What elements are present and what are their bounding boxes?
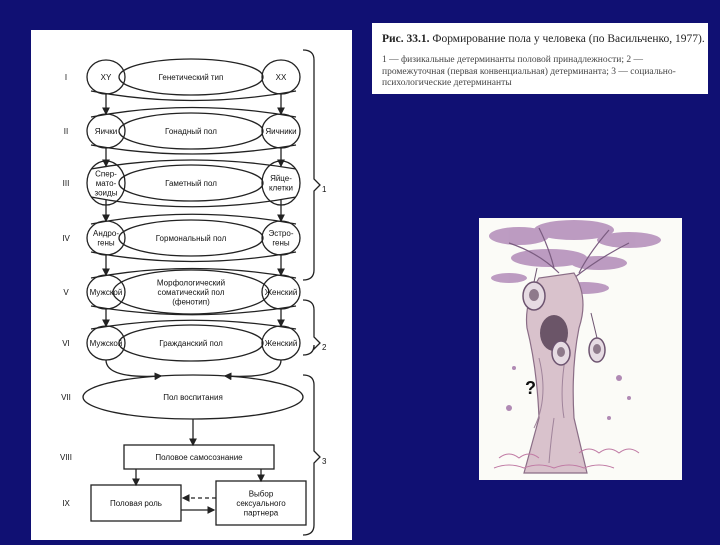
right-label-3: Яйце-клетки	[269, 174, 293, 193]
row-number-6: VI	[62, 339, 70, 348]
arrow-to-upbringing-right	[225, 360, 281, 376]
row-number-3: III	[63, 179, 70, 188]
left-label-4: Андро-гены	[93, 229, 119, 248]
row-number-1: I	[65, 73, 67, 82]
left-label-5: Мужской	[90, 288, 123, 297]
center-label-2: Гонадный пол	[165, 127, 217, 136]
bracket-label-2: 2	[322, 343, 327, 352]
question-mark: ?	[525, 378, 536, 398]
link-arc-top-1	[91, 91, 296, 101]
left-label-1: XY	[101, 73, 112, 82]
center-label-4: Гормональный пол	[156, 234, 227, 243]
link-arc-top-4	[91, 252, 296, 262]
gender-role-label: Половая роль	[110, 499, 162, 508]
left-label-6: Мужской	[90, 339, 123, 348]
tree-illustration: ?	[479, 218, 682, 480]
right-label-1: XX	[276, 73, 287, 82]
self-awareness-label: Половое самосознание	[155, 453, 243, 462]
bracket-2	[303, 300, 320, 355]
left-label-2: Яички	[95, 127, 117, 136]
link-arc-bottom-3	[91, 214, 296, 224]
row-number-7: VII	[61, 393, 71, 402]
center-label-3: Гаметный пол	[165, 179, 217, 188]
row-number-9: IX	[62, 499, 70, 508]
upbringing-label: Пол воспитания	[163, 393, 223, 402]
row-number-4: IV	[62, 234, 70, 243]
arrow-to-upbringing-left	[106, 360, 161, 376]
right-label-6: Женский	[265, 339, 298, 348]
center-label-6: Гражданский пол	[159, 339, 223, 348]
bracket-label-3: 3	[322, 457, 327, 466]
row-number-2: II	[64, 127, 68, 136]
caption-title-text: Формирование пола у человека (по Васильч…	[432, 33, 704, 45]
tree-with-portraits-illustration: ?	[479, 218, 682, 480]
row-number-5: V	[63, 288, 69, 297]
bracket-label-1: 1	[322, 185, 327, 194]
caption-prefix: Рис. 33.1.	[382, 33, 430, 45]
row-number-8: VIII	[60, 453, 72, 462]
caption-title: Рис. 33.1. Формирование пола у человека …	[382, 33, 702, 45]
bracket-1	[303, 50, 320, 280]
left-label-3: Спер-мато-зоиды	[95, 169, 118, 197]
link-arc-top-3	[91, 197, 296, 207]
figure-caption: Рис. 33.1. Формирование пола у человека …	[372, 23, 708, 94]
caption-body: 1 — физикальные детерминанты половой при…	[382, 55, 700, 90]
link-arc-bottom-1	[91, 108, 296, 118]
right-label-4: Эстро-гены	[269, 229, 294, 248]
right-label-5: Женский	[265, 288, 298, 297]
right-label-2: Яичники	[265, 127, 296, 136]
center-label-1: Генетический тип	[159, 73, 224, 82]
